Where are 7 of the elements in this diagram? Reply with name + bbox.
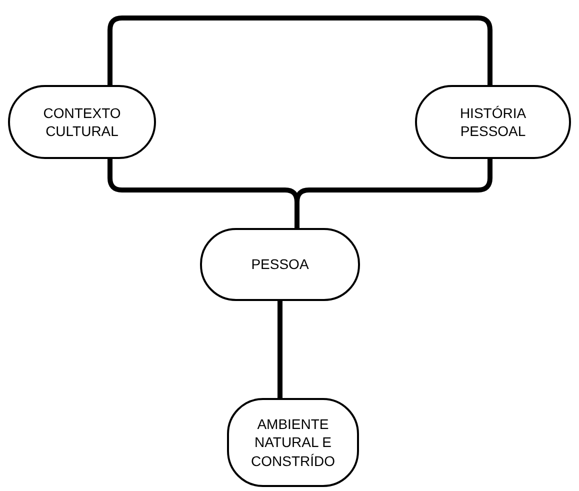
node-label: CONTEXTO CULTURAL: [42, 104, 122, 140]
node-label: HISTÓRIA PESSOAL: [458, 104, 528, 140]
node-label: AMBIENTE NATURAL E CONSTRÍDO: [250, 415, 336, 470]
rounded-box: [227, 398, 359, 487]
connector-line: [108, 16, 492, 85]
connector-line: [278, 301, 282, 398]
node-label: PESSOA: [251, 255, 309, 274]
